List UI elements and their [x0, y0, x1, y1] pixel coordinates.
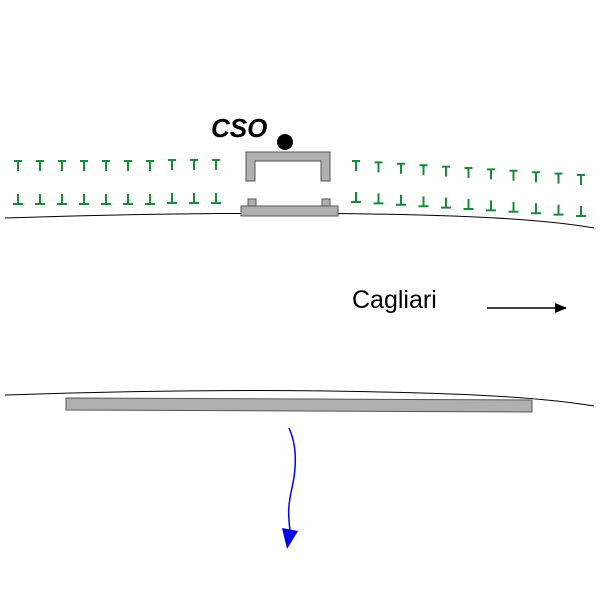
vegetation-top-mark-icon: [419, 164, 428, 176]
vegetation-bottom-mark-icon: [463, 199, 474, 210]
station-marker-icon: [277, 134, 293, 150]
vegetation-bottom-mark-icon: [508, 201, 519, 213]
vegetation-top-mark-icon: [577, 174, 585, 185]
vegetation-bottom-mark-icon: [35, 194, 45, 205]
vegetation-top-mark-icon: [36, 160, 44, 171]
vegetation-top-mark-icon: [102, 160, 110, 171]
vegetation-top-mark-icon: [58, 160, 66, 171]
top-shoreline: [4, 212, 595, 229]
vegetation-bottom-mark-icon: [79, 194, 89, 205]
vegetation-top-mark-icon: [509, 169, 518, 181]
vegetation-group: [13, 159, 586, 217]
bottom-shoreline: [4, 390, 595, 407]
vegetation-top-mark-icon: [442, 165, 450, 177]
vegetation-top-mark-icon: [487, 168, 495, 180]
vegetation-top-mark-icon: [374, 161, 383, 173]
flow-arrow-icon: [282, 427, 298, 549]
vegetation-top-mark-icon: [212, 159, 220, 170]
vegetation-top-mark-icon: [168, 159, 176, 170]
vegetation-bottom-mark-icon: [211, 193, 221, 204]
direction-label: Cagliari: [352, 286, 437, 314]
vegetation-bottom-mark-icon: [373, 193, 384, 205]
vegetation-bottom-mark-icon: [351, 192, 361, 203]
station-label: CSO: [211, 113, 267, 143]
vegetation-top-mark-icon: [397, 162, 405, 174]
vegetation-top-mark-icon: [464, 167, 473, 178]
bottom-platform: [65, 397, 533, 413]
station-structure: [240, 151, 339, 217]
vegetation-bottom-mark-icon: [441, 197, 451, 209]
vegetation-bottom-mark-icon: [553, 204, 564, 216]
vegetation-bottom-mark-icon: [396, 194, 406, 206]
vegetation-top-mark-icon: [80, 160, 88, 171]
vegetation-bottom-mark-icon: [167, 193, 177, 204]
vegetation-bottom-mark-icon: [486, 200, 496, 212]
vegetation-bottom-mark-icon: [576, 206, 586, 217]
vegetation-top-mark-icon: [124, 160, 132, 171]
vegetation-top-mark-icon: [554, 172, 563, 184]
vegetation-bottom-mark-icon: [145, 194, 155, 205]
vegetation-top-mark-icon: [146, 160, 154, 171]
vegetation-top-mark-icon: [532, 171, 540, 183]
vegetation-top-mark-icon: [352, 160, 360, 171]
vegetation-top-mark-icon: [14, 160, 22, 171]
vegetation-bottom-mark-icon: [123, 194, 133, 205]
vegetation-bottom-mark-icon: [189, 193, 199, 204]
vegetation-bottom-mark-icon: [101, 194, 111, 205]
vegetation-bottom-mark-icon: [531, 203, 541, 215]
vegetation-bottom-mark-icon: [57, 194, 67, 205]
vegetation-bottom-mark-icon: [418, 196, 429, 208]
vegetation-top-mark-icon: [190, 159, 198, 170]
vegetation-bottom-mark-icon: [13, 194, 23, 205]
